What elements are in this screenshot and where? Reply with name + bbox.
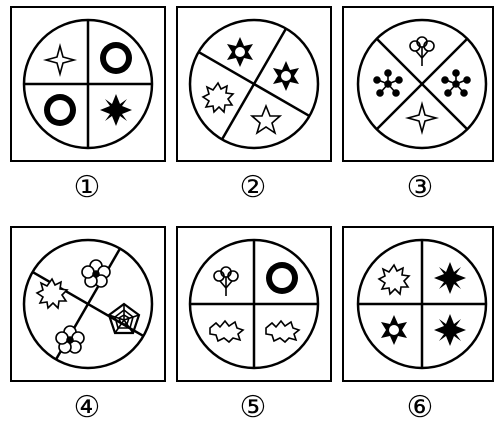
panel-4-figure [12, 228, 164, 380]
panel-5-label: ⑤ [233, 392, 273, 424]
panel-2-label: ② [233, 172, 273, 204]
panel-6-figure [344, 228, 494, 380]
panel-6-label: ⑥ [400, 392, 440, 424]
panel-3-label: ③ [400, 172, 440, 204]
panel-3 [342, 6, 494, 162]
panel-4-label: ④ [67, 392, 107, 424]
panel-3-figure [344, 8, 494, 160]
panel-2 [176, 6, 332, 162]
panel-1-figure [12, 8, 164, 160]
panel-1 [10, 6, 166, 162]
sunburst-icon [44, 94, 76, 126]
sunburst-icon [266, 262, 298, 294]
sunburst-icon [100, 42, 132, 74]
panel-1-label: ① [67, 172, 107, 204]
panel-5 [176, 226, 332, 382]
panel-6 [342, 226, 494, 382]
panel-5-figure [178, 228, 330, 380]
panel-2-figure [178, 8, 330, 160]
panel-4 [10, 226, 166, 382]
